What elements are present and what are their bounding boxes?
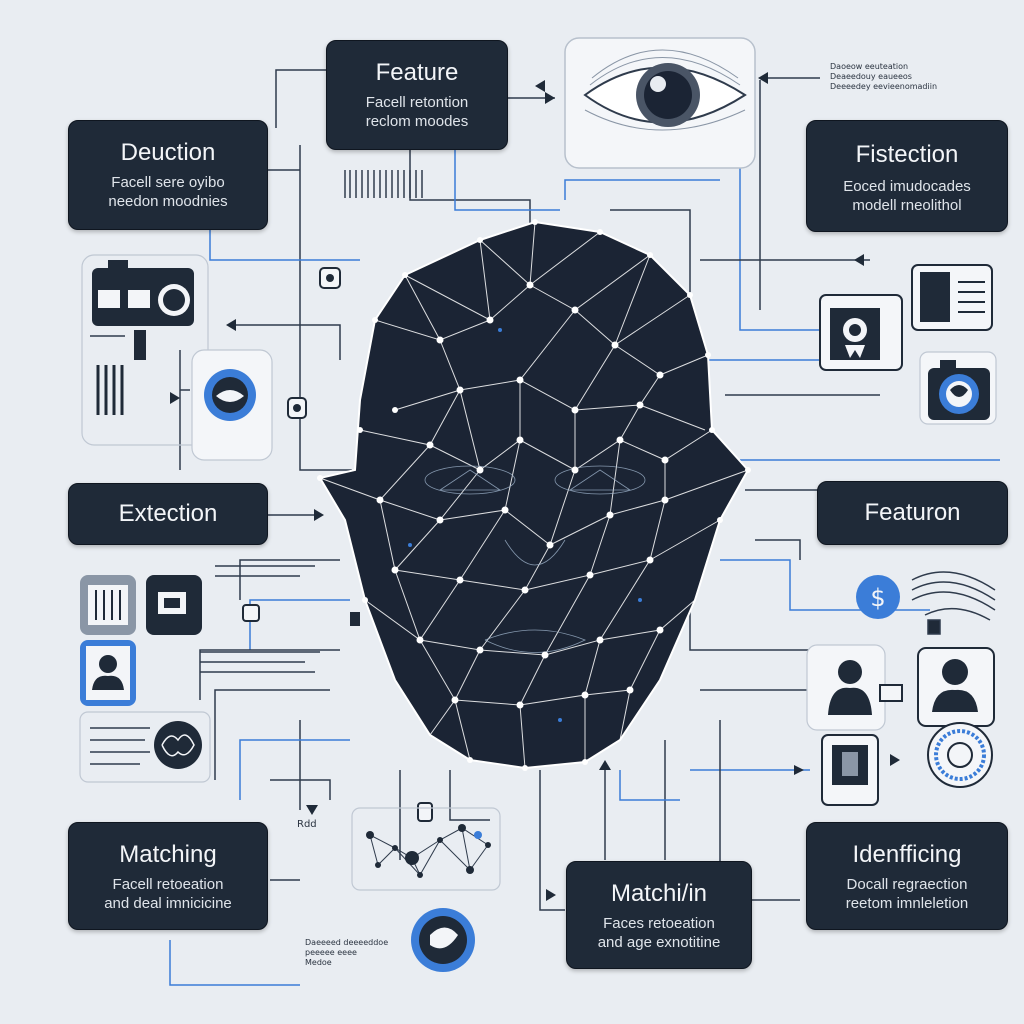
barcode-icon <box>344 170 423 198</box>
blue-disc-icon <box>411 908 475 972</box>
scanner-card-icon <box>146 575 202 635</box>
card-feature-line2: reclom moodes <box>365 113 469 130</box>
card-featuron-title: Featuron <box>864 499 961 526</box>
svg-text:$: $ <box>870 584 885 612</box>
eye-panel <box>564 37 756 169</box>
note-top-right-line1: Daoeow eeuteation <box>830 62 909 71</box>
signal-waves-icon <box>911 571 996 635</box>
grid-card-icon <box>80 575 136 635</box>
card-matchiin-line1: Faces retoeation <box>603 915 715 932</box>
lens-icon <box>191 349 273 461</box>
card-matching: Matching Facell retoeation and deal imni… <box>68 822 268 930</box>
dollar-shield-icon: $ <box>856 575 900 619</box>
card-deduction-title: Deuction <box>120 139 216 166</box>
card-idenfficing: Idenfficing Docall regraection reetom im… <box>806 822 1008 930</box>
card-fistection-line2: modell rneolithol <box>852 197 962 214</box>
iris-icon <box>927 722 993 788</box>
text-block-lines <box>90 335 320 673</box>
card-extection: Extection <box>68 483 268 545</box>
card-fistection: Fistection Eoced imudocades modell rneol… <box>806 120 1008 232</box>
card-featuron: Featuron <box>817 481 1008 545</box>
qr-badge-icon <box>819 294 903 371</box>
card-fistection-title: Fistection <box>855 141 959 168</box>
note-bottom-left: Daeeeed deeeeddoe peeeee eeee Medoe <box>305 938 388 968</box>
card-matchiin: Matchi/in Faces retoeation and age exnot… <box>566 861 752 969</box>
face-mesh <box>317 219 751 771</box>
card-idenfficing-line1: Docall regraection <box>846 876 968 893</box>
note-bottom-left-line1: Daeeeed deeeeddoe <box>305 938 389 947</box>
note-top-right-line3: Deeeedey eevieenomadiin <box>830 82 938 91</box>
card-deduction: Deuction Facell sere oyibo needon moodni… <box>68 120 268 230</box>
card-feature-title: Feature <box>375 59 459 86</box>
card-matching-title: Matching <box>119 841 217 868</box>
card-deduction-line1: Facell sere oyibo <box>111 174 225 191</box>
card-idenfficing-line2: reetom imnleletion <box>845 895 969 912</box>
person-id-icon <box>80 640 136 706</box>
card-matchiin-line2: and age exnotitine <box>597 934 721 951</box>
person-icon-right <box>806 644 903 731</box>
card-matchiin-title: Matchi/in <box>610 880 708 907</box>
note-top-right: Daoeow eeuteation Deaeedouy eaueeos Deee… <box>830 62 937 92</box>
card-matching-line1: Facell retoeation <box>112 876 224 893</box>
card-feature-line1: Facell retontion <box>365 94 469 111</box>
card-deduction-line2: needon moodnies <box>108 193 228 210</box>
note-bottom-left-line3: Medoe <box>305 958 332 967</box>
tablet-icon <box>821 734 879 806</box>
document-icon <box>911 264 993 331</box>
camera-brain-icon <box>919 351 997 425</box>
small-label: Rdd <box>297 819 317 830</box>
camera-icon <box>81 254 209 446</box>
card-fistection-line1: Eoced imudocades <box>843 178 971 195</box>
brain-icon <box>79 711 211 783</box>
arrow-heads <box>170 72 900 901</box>
note-top-right-line2: Deaeedouy eaueeos <box>830 72 912 81</box>
network-graph-icon <box>351 807 501 891</box>
card-idenfficing-title: Idenfficing <box>852 841 962 868</box>
card-extection-title: Extection <box>118 500 218 527</box>
profile-frame-icon <box>917 647 995 727</box>
card-matching-line2: and deal imnicicine <box>104 895 232 912</box>
note-bottom-left-line2: peeeee eeee <box>305 948 357 957</box>
card-feature: Feature Facell retontion reclom moodes <box>326 40 508 150</box>
